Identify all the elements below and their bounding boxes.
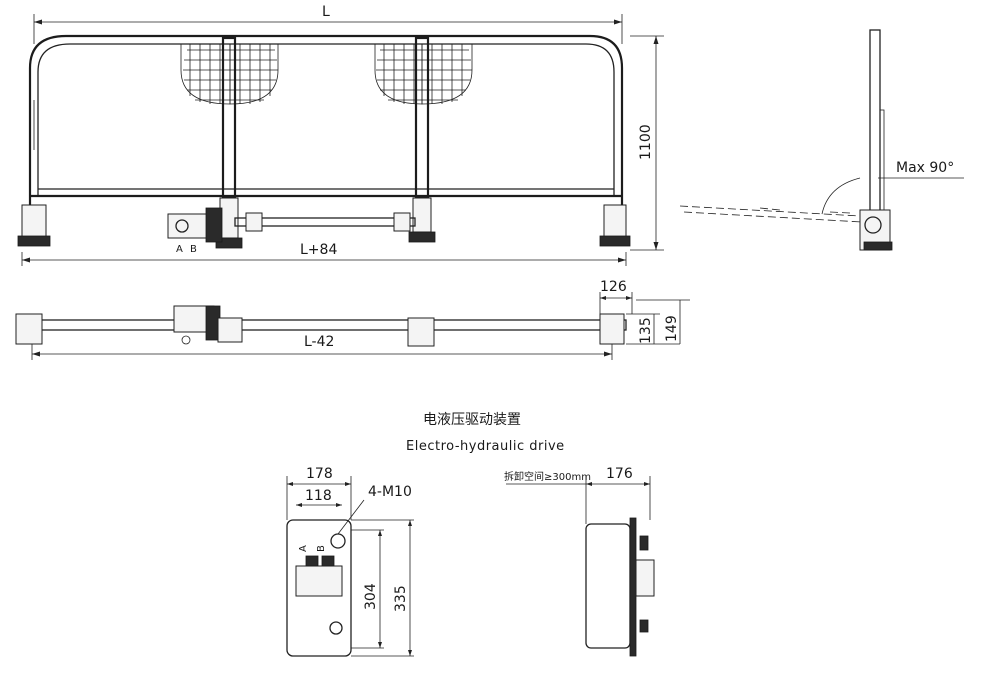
hydraulic-unit-front: A B (167, 207, 223, 255)
barrier-frame-inner (37, 43, 615, 196)
post-spacing-label: L+84 (300, 242, 337, 258)
angle-label: Max 90° (896, 160, 954, 176)
post-right-end (599, 100, 631, 247)
length-label: L (322, 4, 330, 20)
port-a-label: A (176, 244, 183, 255)
drive-width-178-label: 178 (306, 466, 333, 482)
drive-port-a-label: A (298, 545, 309, 552)
drive-title-cn: 电液压驱动装置 (423, 412, 521, 428)
drive-title-en: Electro-hydraulic drive (406, 439, 565, 454)
post-middle-2 (408, 36, 436, 243)
barrier-frame-outer (28, 34, 624, 205)
drive-port-b-label: B (316, 545, 327, 552)
height-label: 1100 (638, 124, 654, 160)
drive-width-176-label: 176 (606, 466, 633, 482)
drive-front-view: A B 178 118 4-M10 304 335 (286, 466, 414, 657)
width-135-label: 135 (638, 317, 654, 344)
port-b-label: B (190, 244, 197, 255)
drive-height-304-label: 304 (363, 583, 379, 610)
post-left-end (17, 100, 51, 247)
top-length-label: L-42 (304, 334, 334, 350)
post-spacing-dimension: L+84 (21, 242, 627, 266)
length-dimension: L (33, 4, 623, 44)
bolt-label: 4-M10 (368, 484, 412, 500)
side-view: Max 90° (679, 29, 964, 251)
front-view: L (17, 4, 664, 266)
drive-shaft (234, 212, 416, 232)
mesh-panel-left (180, 44, 279, 105)
mesh-panel-right (374, 44, 473, 105)
height-dimension: 1100 (630, 35, 664, 251)
clearance-note: 拆卸空间≥300mm (504, 470, 591, 483)
drive-side-view: 176 拆卸空间≥300mm (504, 466, 655, 657)
drive-height-335-label: 335 (393, 585, 409, 612)
width-126-label: 126 (600, 279, 627, 295)
drive-width-118-label: 118 (305, 488, 332, 504)
width-149-label: 149 (664, 315, 680, 342)
top-view: L-42 126 135 149 (15, 279, 690, 360)
